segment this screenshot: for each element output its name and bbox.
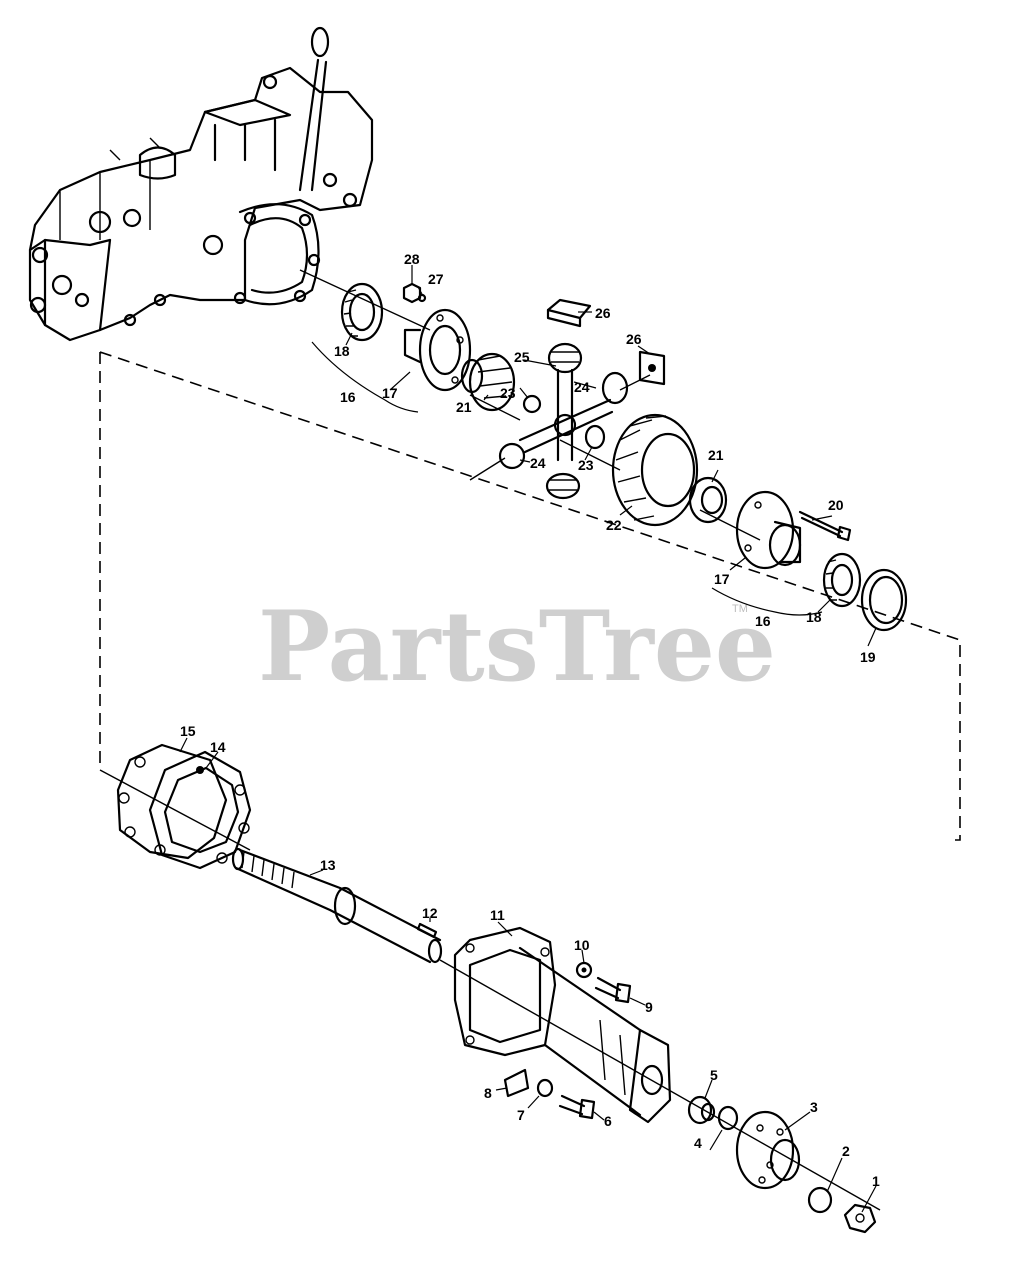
thrust-washer-23-upper bbox=[522, 394, 542, 414]
group-brace-16-right bbox=[711, 587, 823, 616]
axle-housing-11 bbox=[453, 926, 672, 1124]
callout-4: 4 bbox=[694, 1135, 702, 1151]
callout-12: 12 bbox=[422, 905, 438, 921]
group-brace-16-left bbox=[311, 341, 419, 413]
assembly-guide-line bbox=[99, 351, 961, 841]
nut-28 bbox=[402, 282, 422, 304]
callout-15: 15 bbox=[180, 723, 196, 739]
spider-cross-25 bbox=[518, 368, 614, 462]
callout-22: 22 bbox=[606, 517, 622, 533]
callout-24-upper: 24 bbox=[574, 379, 590, 395]
washer-10 bbox=[575, 961, 593, 979]
bearing-5 bbox=[687, 1095, 716, 1125]
callout-labels: 1 2 3 4 5 6 7 8 9 10 11 12 13 14 15 16 1… bbox=[180, 251, 880, 1189]
seal-4 bbox=[717, 1105, 739, 1131]
gasket-15 bbox=[116, 743, 228, 860]
transmission-housing bbox=[28, 26, 374, 342]
callout-2: 2 bbox=[842, 1143, 850, 1159]
callout-17-left: 17 bbox=[382, 385, 398, 401]
ring-gear-22 bbox=[611, 413, 699, 527]
callout-24-lower: 24 bbox=[530, 455, 546, 471]
callout-23-lower: 23 bbox=[578, 457, 594, 473]
nut-1 bbox=[843, 1203, 877, 1234]
callout-16-left: 16 bbox=[340, 389, 356, 405]
callout-20: 20 bbox=[828, 497, 844, 513]
callout-7: 7 bbox=[517, 1107, 525, 1123]
callout-19: 19 bbox=[860, 649, 876, 665]
plate-8 bbox=[503, 1068, 530, 1098]
pinion-gear-21-right bbox=[688, 476, 728, 524]
callout-28: 28 bbox=[404, 251, 420, 267]
bolt-20 bbox=[798, 510, 852, 542]
callout-26-right: 26 bbox=[626, 331, 642, 347]
bolt-6 bbox=[558, 1094, 596, 1120]
axle-shaft-13 bbox=[231, 847, 443, 964]
washer-2 bbox=[807, 1186, 833, 1214]
partstree-watermark: PartsTree bbox=[258, 590, 776, 703]
bolt-9 bbox=[594, 976, 632, 1004]
callout-18-right: 18 bbox=[806, 609, 822, 625]
callout-1: 1 bbox=[872, 1173, 880, 1189]
thrust-washer-23-lower bbox=[584, 424, 606, 450]
carrier-flange-17-left bbox=[403, 308, 472, 392]
callout-5: 5 bbox=[710, 1067, 718, 1083]
pinion-gear-24-upper bbox=[601, 371, 629, 405]
callout-23-upper: 23 bbox=[500, 385, 516, 401]
block-26-upper bbox=[546, 298, 592, 328]
callout-16-right: 16 bbox=[755, 613, 771, 629]
block-26-right bbox=[638, 350, 666, 386]
pinion-gear-21-left bbox=[460, 352, 516, 412]
callout-leaders bbox=[179, 265, 877, 1213]
callout-8: 8 bbox=[484, 1085, 492, 1101]
bearing-cone-18-left bbox=[340, 282, 384, 342]
pinion-gear-24-lower bbox=[498, 442, 526, 470]
callout-18-left: 18 bbox=[334, 343, 350, 359]
washer-27 bbox=[417, 293, 427, 303]
axis-centerline-hub bbox=[439, 959, 881, 1211]
callout-10: 10 bbox=[574, 937, 590, 953]
callout-9: 9 bbox=[645, 999, 653, 1015]
bearing-cone-18-right bbox=[822, 552, 862, 608]
callout-17-right: 17 bbox=[714, 571, 730, 587]
callout-13: 13 bbox=[320, 857, 336, 873]
carrier-flange-17-right bbox=[735, 490, 802, 570]
axis-centerline-upper bbox=[299, 269, 761, 541]
side-gear-top bbox=[547, 342, 583, 374]
callout-14: 14 bbox=[210, 739, 226, 755]
washer-7 bbox=[536, 1078, 554, 1098]
callout-26-upper: 26 bbox=[595, 305, 611, 321]
callout-21-right: 21 bbox=[708, 447, 724, 463]
callout-25: 25 bbox=[514, 349, 530, 365]
gasket-14 bbox=[148, 750, 252, 870]
dash-axis-24 bbox=[469, 374, 651, 481]
callout-27: 27 bbox=[428, 271, 444, 287]
axis-centerline-lower bbox=[99, 769, 251, 851]
side-gear-bottom bbox=[545, 472, 581, 500]
bearing-cup-19 bbox=[860, 568, 908, 632]
callout-21-left: 21 bbox=[456, 399, 472, 415]
hub-3 bbox=[735, 1110, 801, 1190]
callout-6: 6 bbox=[604, 1113, 612, 1129]
trademark-mark: TM bbox=[732, 603, 748, 615]
callout-3: 3 bbox=[810, 1099, 818, 1115]
key-12 bbox=[416, 922, 438, 939]
callout-11: 11 bbox=[490, 907, 505, 923]
